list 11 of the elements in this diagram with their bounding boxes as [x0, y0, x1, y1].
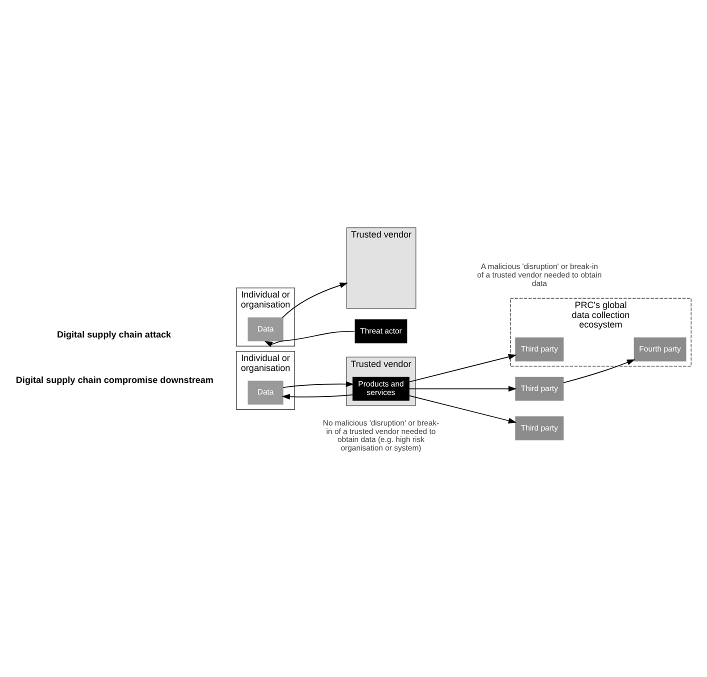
arrow [282, 393, 354, 400]
label: Digital supply chain compromise downstream [16, 374, 214, 384]
arrow [264, 330, 355, 347]
label: Digital supply chain attack [56, 329, 172, 340]
node-box: Trusted vendor [346, 226, 416, 308]
arrow [282, 380, 354, 388]
arrow [408, 354, 517, 382]
arrow [282, 282, 348, 318]
arrow [408, 385, 517, 392]
arrow [408, 394, 517, 423]
arrow [563, 358, 636, 383]
